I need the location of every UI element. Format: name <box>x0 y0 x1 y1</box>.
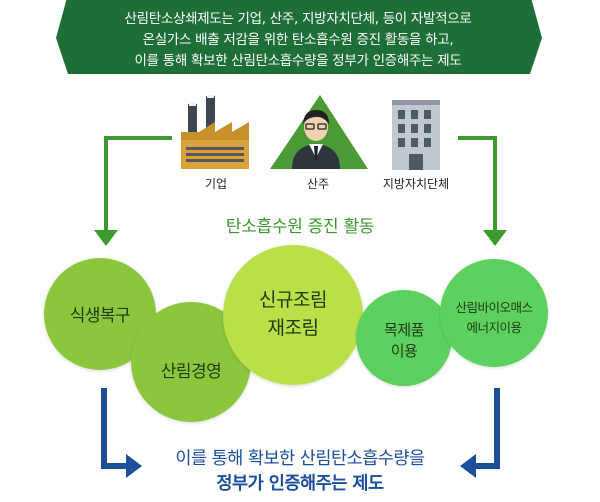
green-arrow-right <box>458 136 507 246</box>
forest-owner-icon <box>270 95 368 169</box>
participant-label-local-government: 지방자치단체 <box>382 177 450 191</box>
activity-label-wood-products: 목제품 이용 <box>384 321 424 360</box>
blue-arrow-right <box>460 388 500 478</box>
activity-label-afforestation: 신규조림 재조림 <box>259 289 327 339</box>
circle-forest-management <box>131 302 251 422</box>
participant-label-forest-owner: 산주 <box>306 177 330 191</box>
factory-icon <box>181 95 249 169</box>
banner-text: 산림탄소상쇄제도는 기업, 산주, 지방자치단체, 등이 자발적으로 온실가스 … <box>78 9 518 72</box>
circle-biomass <box>440 259 548 367</box>
result-line-2: 정부가 인증해주는 제도 <box>216 474 384 494</box>
activity-label-forest-management: 산림경영 <box>160 362 222 382</box>
building-icon <box>392 100 440 170</box>
activity-label-vegetation: 식생복구 <box>69 306 131 326</box>
activity-title: 탄소흡수원 증진 활동 <box>225 217 375 237</box>
circle-wood-products <box>356 290 452 386</box>
activity-label-biomass: 산림바이오매스 에너지이용 <box>455 300 533 335</box>
banner-line-2: 온실가스 배출 저감을 위한 탄소흡수원 증진 활동을 하고, <box>142 32 454 48</box>
circle-vegetation <box>44 258 156 370</box>
green-arrow-left <box>94 136 172 246</box>
banner-shape <box>56 0 542 74</box>
banner-line-1: 산림탄소상쇄제도는 기업, 산주, 지방자치단체, 등이 자발적으로 <box>124 11 472 27</box>
participant-label-company: 기업 <box>204 177 228 191</box>
circle-afforestation <box>223 245 363 385</box>
banner-line-3: 이를 통해 확보한 산림탄소흡수량을 정부가 인증해주는 제도 <box>134 53 462 69</box>
result-line-1: 이를 통해 확보한 산림탄소흡수량을 <box>175 449 425 469</box>
blue-arrow-left <box>101 388 142 478</box>
